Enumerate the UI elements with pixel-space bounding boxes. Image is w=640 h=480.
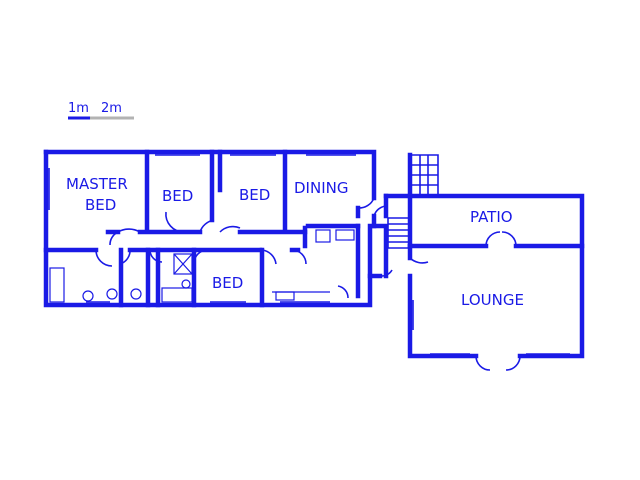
label-master-bed-line1: MASTER	[66, 175, 128, 193]
door-swings	[95, 197, 521, 371]
windows	[48, 151, 570, 355]
scale-label-1m: 1m	[68, 101, 89, 116]
patio-steps	[412, 154, 439, 196]
label-dining: DINING	[294, 179, 348, 197]
room-labels: MASTER BED BED BED BED DINING PATIO LOUN…	[66, 175, 524, 309]
main-house-walls	[43, 149, 377, 308]
toilet	[82, 290, 94, 302]
label-master-bed-line2: BED	[85, 196, 116, 214]
scale-label-2m: 2m	[101, 101, 122, 116]
fixtures	[49, 229, 355, 303]
label-lounge: LOUNGE	[461, 291, 524, 309]
stove	[315, 229, 331, 243]
shower	[173, 253, 193, 275]
toilet-2	[130, 288, 142, 300]
kitchen-counter	[275, 291, 295, 301]
sink	[335, 229, 355, 241]
side-steps	[387, 217, 411, 249]
scale-bar: 1m 2m	[68, 101, 134, 120]
bath-2	[161, 287, 193, 303]
label-patio: PATIO	[470, 208, 513, 226]
basin-2	[181, 279, 191, 289]
label-bed-1: BED	[162, 187, 193, 205]
label-bed-3: BED	[212, 274, 243, 292]
bathtub	[49, 267, 65, 303]
label-bed-2: BED	[239, 186, 270, 204]
basin	[106, 288, 118, 300]
